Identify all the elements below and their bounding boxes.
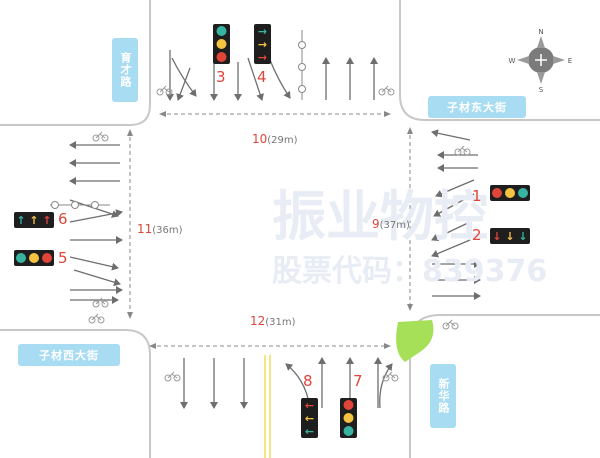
street-label-west: 子材西大街 [18,344,120,366]
signal-head-2: ↓ ↓ ↓ [490,228,530,244]
signal-6-arrow-1: ↑ [16,214,25,227]
signal-7-light-3 [343,426,354,436]
crossing-9-num: 9 [372,217,380,231]
signal-6-arrow-2: ↑ [29,214,38,227]
signal-6-arrow-3: ↑ [42,214,51,227]
signal-4-arrow-2: → [258,38,267,51]
phase-number-7: 7 [353,372,363,390]
compass-n: N [538,28,543,36]
crossing-10-length: (29m) [267,135,298,146]
signal-8-arrow-2: ← [305,412,314,425]
crossing-12-num: 12 [250,314,266,328]
signal-head-5 [14,250,54,266]
signal-3-light-3 [216,52,227,62]
signal-3-light-1 [216,26,227,36]
green-island [396,320,434,362]
phase-number-8: 8 [303,372,313,390]
signal-head-3 [213,24,230,64]
crossing-12: 12(31m) [250,314,296,328]
lane-arrows [69,50,481,409]
signal-7-light-2 [343,413,354,423]
signal-1-light-2 [505,188,515,198]
crossing-11-num: 11 [137,222,153,236]
phase-number-3: 3 [216,68,226,86]
crossing-10-num: 10 [252,132,268,146]
signal-head-1 [490,185,530,201]
street-label-north: 育才路 [112,38,138,102]
compass-s: S [539,86,544,94]
crossing-9: 9(37m) [372,217,410,231]
phase-number-6: 6 [58,210,68,228]
signal-2-arrow-2: ↓ [505,230,514,243]
crossing-10: 10(29m) [252,132,298,146]
street-label-south: 新华路 [430,364,456,428]
phase-number-5: 5 [58,249,68,267]
crossing-11-length: (36m) [152,225,183,236]
signal-1-light-1 [492,188,502,198]
signal-heads: ↓↓↓→→→↑↑↑←←← [14,24,530,438]
center-line [264,355,271,458]
bicycle-icons [88,85,471,382]
crossing-9-length: (37m) [379,220,410,231]
street-label-east: 子材东大街 [428,96,526,118]
signal-head-8: ←←← [301,398,318,438]
compass-w: W [509,57,516,65]
phase-number-4: 4 [257,68,267,86]
compass-e: E [568,57,572,65]
signal-7-light-1 [343,400,354,410]
signal-2-arrow-3: ↓ [518,230,527,243]
signal-8-arrow-3: ← [305,425,314,438]
signal-4-arrow-3: → [258,51,267,64]
signal-4-arrow-1: → [258,25,267,38]
signal-5-light-2 [29,253,39,263]
crosswalk-lines [127,111,413,349]
signal-5-light-3 [42,253,52,263]
signal-1-light-3 [518,188,528,198]
watermark-phone: 股票代码：839376 [272,254,548,289]
signal-head-7 [340,398,357,438]
signal-2-arrow-1: ↓ [492,230,501,243]
crossing-12-length: (31m) [265,317,296,328]
crossing-11: 11(36m) [137,222,183,236]
signal-8-arrow-1: ← [305,399,314,412]
phase-number-1: 1 [472,187,482,205]
lane-dots [50,30,306,209]
signal-head-4: →→→ [254,24,271,64]
signal-3-light-2 [216,39,227,49]
compass-icon: N S W E [509,28,573,94]
signal-5-light-1 [16,253,26,263]
watermark-name: 振业物控 [272,185,488,248]
phase-number-2: 2 [472,226,482,244]
signal-head-6: ↑ ↑ ↑ [14,212,54,228]
